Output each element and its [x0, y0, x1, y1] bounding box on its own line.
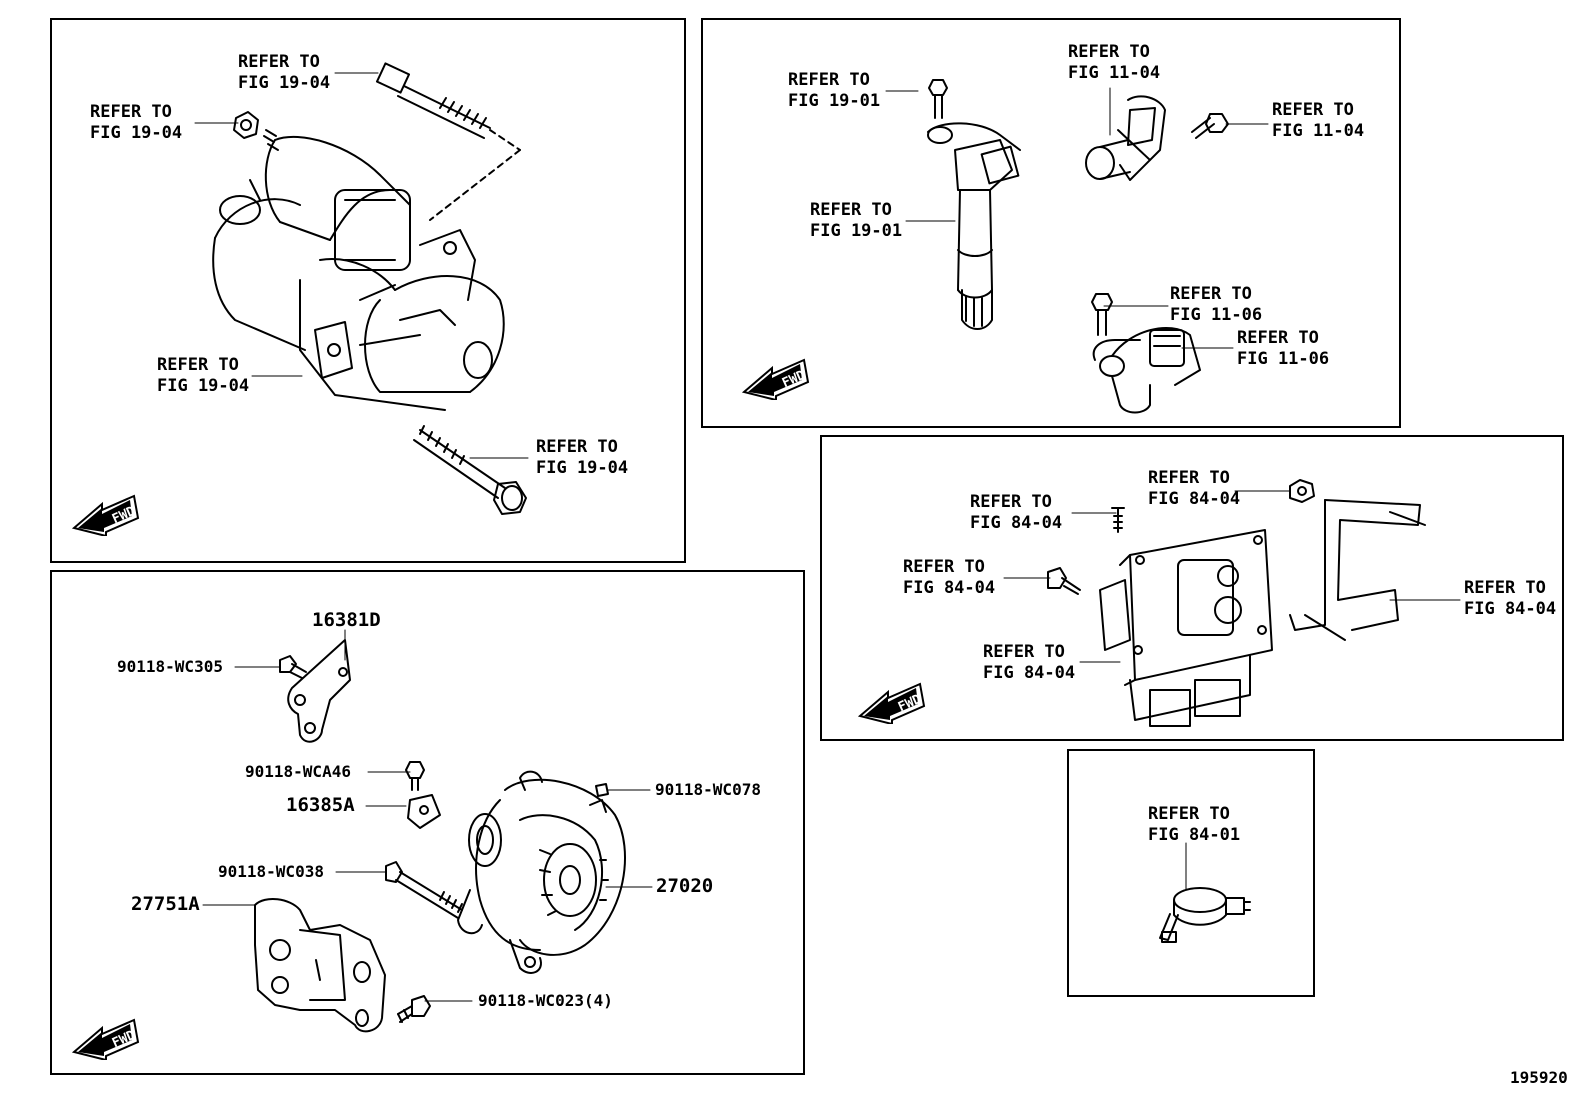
ignition-coil — [927, 122, 1021, 330]
bracket-16381d — [287, 629, 351, 743]
part-number-27751a: 27751A — [131, 893, 200, 915]
ecu-screw-top — [1111, 507, 1125, 533]
part-number-90118-wca46: 90118-WCA46 — [245, 762, 351, 781]
fwd-arrow-icon: FWD — [72, 1018, 140, 1060]
cam-position-sensor — [1085, 95, 1166, 181]
crank-position-sensor — [1092, 327, 1201, 414]
part-number-16381d: 16381D — [312, 609, 381, 631]
crank-sensor-bolt — [1091, 293, 1113, 336]
starter-motor-body — [212, 136, 505, 411]
oil-pressure-switch — [1159, 887, 1251, 943]
ignition-sensor-panel — [701, 18, 1401, 428]
starter-nut — [233, 111, 279, 151]
bolt-90118-wc305 — [279, 655, 307, 679]
part-number-90118-wc023: 90118-WC023(4) — [478, 991, 613, 1010]
starter-bolt-top — [375, 62, 521, 221]
starter-panel — [50, 18, 686, 563]
figure-reference-number: 195920 — [1510, 1068, 1568, 1087]
part-number-90118-wc038: 90118-WC038 — [218, 862, 324, 881]
part-number-90118-wc305: 90118-WC305 — [117, 657, 223, 676]
oil-pressure-switch-panel — [1067, 749, 1315, 997]
bracket-27751a — [254, 898, 386, 1033]
bolt-90118-wc038 — [385, 861, 463, 919]
part-number-27020: 27020 — [656, 875, 714, 897]
part-number-90118-wc078: 90118-WC078 — [655, 780, 761, 799]
coil-bolt — [928, 79, 948, 119]
fwd-arrow-icon: FWD — [72, 494, 140, 536]
engine-control-unit — [1099, 529, 1273, 727]
fwd-arrow-icon: FWD — [742, 358, 810, 400]
ecu-bracket-nut — [1289, 479, 1315, 503]
alternator-27020 — [457, 770, 626, 974]
plate-16385a — [407, 794, 441, 829]
cam-sensor-bolt — [1191, 113, 1229, 139]
starter-bolt-bottom — [413, 425, 527, 515]
part-number-16385a: 16385A — [286, 794, 355, 816]
ecu-bolt-left — [1047, 567, 1081, 595]
bolt-90118-wca46 — [405, 761, 425, 791]
ecu-panel — [820, 435, 1564, 741]
bolt-90118-wc078 — [595, 783, 609, 797]
ecu-bracket — [1289, 499, 1426, 641]
bolt-90118-wc023 — [397, 995, 431, 1023]
fwd-arrow-icon: FWD — [858, 682, 926, 724]
